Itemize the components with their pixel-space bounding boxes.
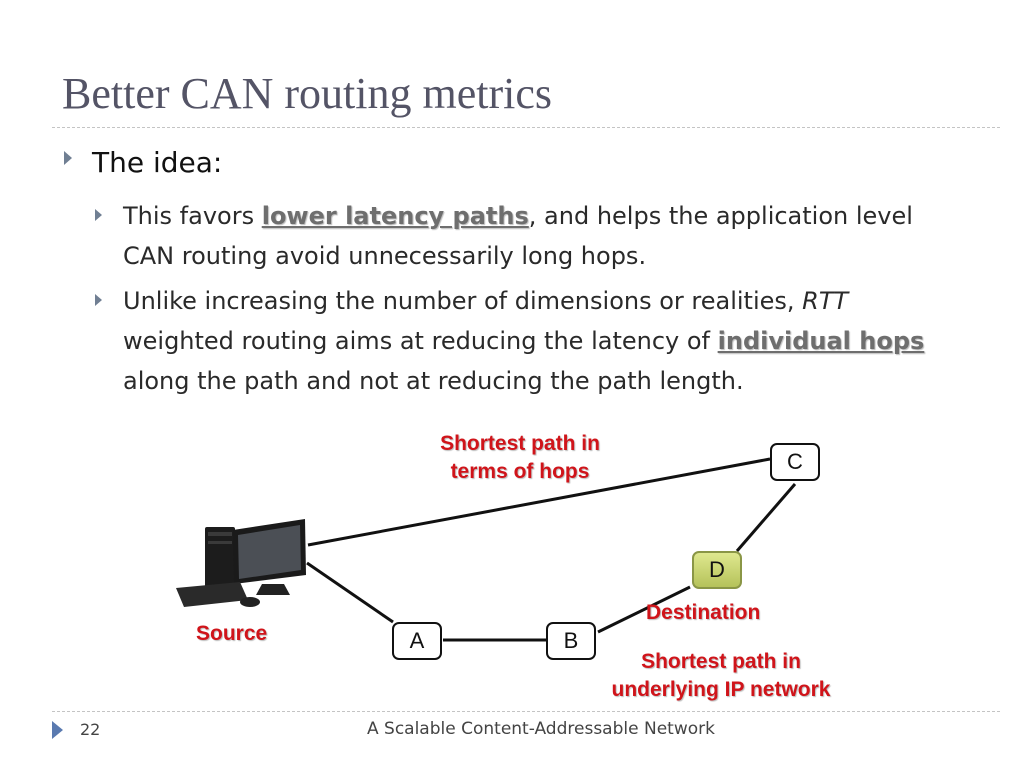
sub-bullet-triangle-icon (95, 294, 102, 306)
underlined-individual-hops: individual hops (717, 327, 925, 355)
rtt-italic: RTT (802, 287, 849, 315)
node-b: B (546, 622, 596, 660)
label-source: Source (196, 622, 268, 645)
edge-source-c (307, 457, 771, 547)
label-shortest-hops: Shortest path in terms of hops (440, 432, 600, 483)
edge-c-d (735, 483, 797, 552)
bullet-triangle-icon (64, 150, 72, 169)
slide-title: Better CAN routing metrics (62, 69, 553, 118)
node-c: C (770, 443, 820, 481)
footer-title: A Scalable Content-Addressable Network (367, 719, 715, 739)
node-d: D (692, 551, 742, 589)
edge-source-a (306, 561, 394, 624)
label-shortest-ip: Shortest path in underlying IP network (611, 650, 831, 701)
sub-bullet-unlike: Unlike increasing the number of dimensio… (123, 287, 925, 395)
bullet-idea: The idea: (92, 146, 223, 179)
edge-b-d (597, 585, 691, 634)
page-number: 22 (80, 720, 101, 739)
title-divider (52, 127, 1000, 128)
sub-bullet-triangle-icon (95, 209, 102, 221)
computer-icon (176, 519, 306, 607)
underlined-lower-latency: lower latency paths (261, 202, 529, 230)
footer-triangle-icon (52, 721, 63, 739)
sub-bullet-favors: This favors lower latency paths, and hel… (123, 202, 913, 270)
label-destination: Destination (646, 601, 761, 624)
node-a: A (392, 622, 442, 660)
footer-divider (52, 711, 1000, 712)
